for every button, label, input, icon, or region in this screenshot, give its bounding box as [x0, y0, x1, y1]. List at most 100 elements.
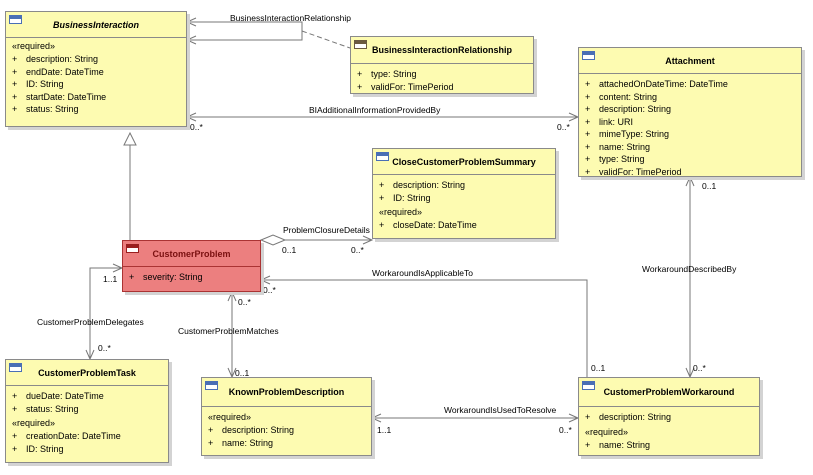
class-name: CustomerProblemWorkaround: [603, 387, 735, 397]
stereotype-required: «required»: [208, 412, 252, 422]
class-name: BusinessInteraction: [52, 19, 140, 30]
class-header: BusinessInteraction: [6, 12, 186, 38]
attribute-row: +closeDate: DateTime: [379, 220, 477, 230]
bi-additional-info-arrow-left: [185, 112, 197, 122]
mult-used-source: 1..1: [377, 425, 392, 435]
label-workaround-used: WorkaroundIsUsedToResolve: [444, 405, 557, 415]
class-name: BusinessInteractionRelationship: [371, 45, 513, 55]
mult-closure-source: 0..1: [282, 245, 297, 255]
attribute-row: +dueDate: DateTime: [12, 391, 104, 401]
required-attribute-list: +creationDate: DateTime +ID: String: [6, 429, 168, 457]
attribute-row: +ID: String: [379, 192, 431, 203]
class-icon: [354, 40, 367, 49]
class-header: CustomerProblemWorkaround: [579, 378, 759, 407]
class-header: CustomerProblem: [123, 241, 260, 267]
class-customer-problem-task[interactable]: CustomerProblemTask +dueDate: DateTime +…: [5, 359, 169, 463]
class-header: Attachment: [579, 48, 801, 74]
class-header: BusinessInteractionRelationship: [351, 37, 533, 64]
class-customer-problem-workaround[interactable]: CustomerProblemWorkaround +description: …: [578, 377, 760, 456]
attribute-row: +ID: String: [12, 79, 64, 89]
attribute-row: +ID: String: [12, 443, 64, 454]
attribute-row: +status: String: [12, 403, 79, 414]
required-attribute-list: +closeDate: DateTime: [373, 218, 555, 234]
stereotype-required: «required»: [12, 41, 56, 51]
attribute-list: +description: String +name: String: [202, 423, 371, 451]
attribute-row: +mimeType: String: [585, 129, 670, 139]
attribute-row: +description: String: [585, 412, 672, 422]
label-workaround-applicable: WorkaroundIsApplicableTo: [372, 268, 473, 278]
class-icon: [582, 381, 595, 390]
problem-closure-diamond: [259, 234, 287, 246]
matches-arrow-up: [227, 290, 237, 302]
stereotype-required: «required»: [379, 207, 423, 217]
class-name: CustomerProblem: [152, 248, 231, 259]
attribute-list: +dueDate: DateTime +status: String: [6, 386, 168, 417]
mult-matches-target: 0..1: [235, 368, 250, 378]
label-bi-additional-info: BIAdditionalInformationProvidedBy: [309, 105, 441, 115]
class-name: KnownProblemDescription: [228, 387, 345, 397]
class-close-customer-problem-summary[interactable]: CloseCustomerProblemSummary +description…: [372, 148, 556, 239]
class-name: CloseCustomerProblemSummary: [392, 156, 536, 167]
class-icon: [582, 51, 595, 60]
label-delegates: CustomerProblemDelegates: [37, 317, 144, 327]
workaround-applicable-line: [261, 279, 588, 377]
problem-closure-arrow: [362, 235, 374, 245]
attribute-row: +content: String: [585, 91, 658, 102]
attribute-row: +status: String: [12, 104, 79, 114]
attribute-list: +description: String +ID: String: [373, 175, 555, 206]
attribute-row: +validFor: TimePeriod: [585, 166, 682, 177]
bi-relationship-arrow-bottom: [185, 35, 197, 45]
mult-bi-info-target: 0..*: [557, 122, 570, 132]
mult-matches-source: 0..*: [238, 297, 251, 307]
class-icon: [126, 244, 139, 253]
delegates-line: [89, 267, 122, 359]
class-icon: [205, 381, 218, 390]
attribute-list: +attachedOnDateTime: DateTime +content: …: [579, 74, 801, 180]
mult-applicable-source: 0..*: [263, 285, 276, 295]
class-attachment[interactable]: Attachment +attachedOnDateTime: DateTime…: [578, 47, 802, 177]
class-known-problem-description[interactable]: KnownProblemDescription «required» +desc…: [201, 377, 372, 456]
attribute-row: +creationDate: DateTime: [12, 431, 121, 441]
mult-delegates-source: 1..1: [103, 274, 118, 284]
class-business-interaction-relationship[interactable]: BusinessInteractionRelationship +type: S…: [350, 36, 534, 94]
bi-relationship-dashed-link: [301, 30, 351, 49]
attribute-row: +severity: String: [129, 272, 203, 282]
workaround-applicable-arrow: [259, 275, 271, 285]
label-problem-closure: ProblemClosureDetails: [283, 225, 370, 235]
attribute-row: +attachedOnDateTime: DateTime: [585, 79, 728, 89]
class-customer-problem[interactable]: CustomerProblem +severity: String: [122, 240, 261, 292]
mult-used-target: 0..*: [559, 425, 572, 435]
stereotype-required: «required»: [585, 426, 629, 437]
mult-applicable-target: 0..1: [591, 363, 606, 373]
bi-relationship-arrow-top: [185, 17, 197, 27]
workaround-used-arrow-left: [370, 413, 382, 423]
mult-described-target: 0..*: [693, 363, 706, 373]
mult-described-source: 0..1: [702, 181, 717, 191]
mult-delegates-target: 0..*: [98, 343, 111, 353]
attribute-list: +description: String: [579, 407, 759, 426]
attribute-row: +description: String: [12, 54, 99, 64]
class-name: CustomerProblemTask: [38, 367, 136, 378]
required-attribute-list: +name: String: [579, 438, 759, 454]
label-matches: CustomerProblemMatches: [178, 326, 279, 336]
attribute-row: +description: String: [208, 425, 295, 435]
attribute-row: +description: String: [585, 104, 672, 114]
attribute-row: +type: String: [585, 154, 645, 164]
mult-closure-target: 0..*: [351, 245, 364, 255]
generalization-triangle: [123, 131, 137, 146]
attribute-row: +validFor: TimePeriod: [357, 81, 454, 92]
label-workaround-described: WorkaroundDescribedBy: [642, 264, 737, 274]
attribute-row: +name: String: [585, 439, 651, 450]
class-business-interaction[interactable]: BusinessInteraction «required» +descript…: [5, 11, 187, 127]
attribute-list: +severity: String: [123, 267, 260, 286]
class-header: CustomerProblemTask: [6, 360, 168, 386]
mult-bi-info-source: 0..*: [190, 122, 203, 132]
workaround-described-arrow-top: [685, 175, 695, 187]
class-icon: [376, 152, 389, 161]
attribute-list: +type: String +validFor: TimePeriod: [351, 64, 533, 95]
class-name: Attachment: [665, 55, 715, 66]
attribute-row: +endDate: DateTime: [12, 66, 104, 77]
class-icon: [9, 363, 22, 372]
attribute-row: +startDate: DateTime: [12, 91, 107, 102]
